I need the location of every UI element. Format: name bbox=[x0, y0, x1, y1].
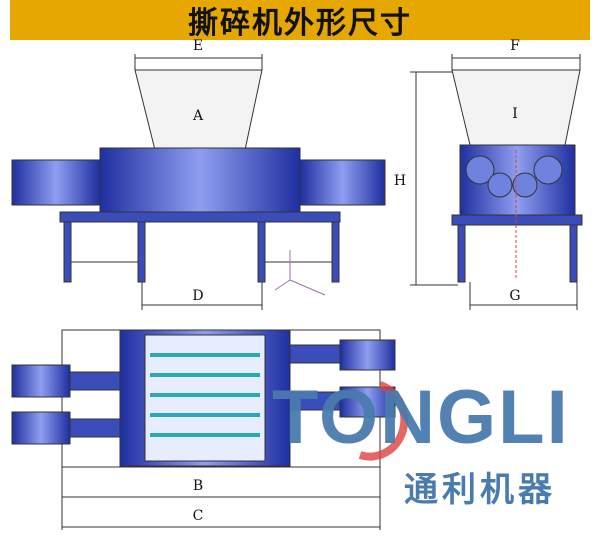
label-a: A bbox=[192, 108, 204, 124]
logo-arc bbox=[358, 381, 409, 461]
logo-chinese: 通利机器 bbox=[404, 470, 556, 510]
label-d: D bbox=[192, 288, 203, 304]
label-f: F bbox=[510, 38, 520, 54]
label-i: I bbox=[512, 106, 518, 122]
dimension-labels: E A D F I H G B C bbox=[192, 38, 521, 524]
title-bar: 撕碎机外形尺寸 bbox=[10, 0, 590, 41]
label-h: H bbox=[394, 173, 406, 189]
label-b: B bbox=[193, 478, 203, 494]
label-g: G bbox=[509, 288, 520, 304]
label-c: C bbox=[193, 508, 204, 524]
page-title: 撕碎机外形尺寸 bbox=[188, 6, 412, 41]
label-e: E bbox=[193, 38, 203, 54]
front-view bbox=[11, 54, 386, 310]
logo-text: TONGLI bbox=[272, 375, 570, 460]
top-view bbox=[11, 329, 396, 530]
side-view bbox=[410, 54, 583, 310]
